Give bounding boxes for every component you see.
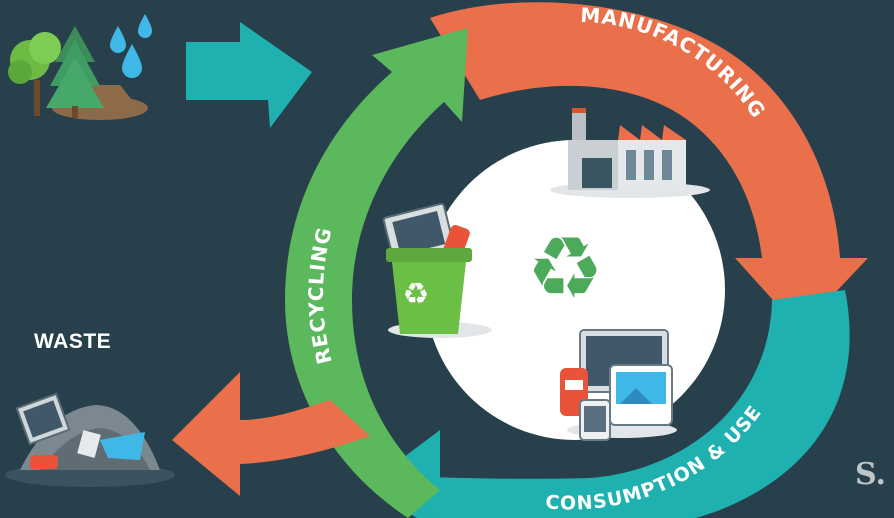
- waste-pile-icon: [5, 392, 175, 487]
- recycle-bin-icon: ♻: [382, 202, 492, 338]
- trees-icon: [8, 26, 148, 120]
- recycle-symbol-icon: ♻: [526, 219, 603, 319]
- input-arrow: [186, 22, 312, 128]
- svg-text:♻: ♻: [403, 277, 430, 312]
- devices-icon: [560, 329, 677, 441]
- svg-text:♻: ♻: [526, 219, 603, 319]
- water-drops-icon: [110, 14, 152, 78]
- recycling-arrow: [285, 28, 468, 518]
- watermark-logo: S.: [854, 457, 886, 492]
- waste-label: WASTE: [34, 330, 112, 353]
- manufacturing-arrow: [430, 2, 868, 330]
- factory-icon: [550, 108, 710, 198]
- waste-arrow: [172, 372, 370, 496]
